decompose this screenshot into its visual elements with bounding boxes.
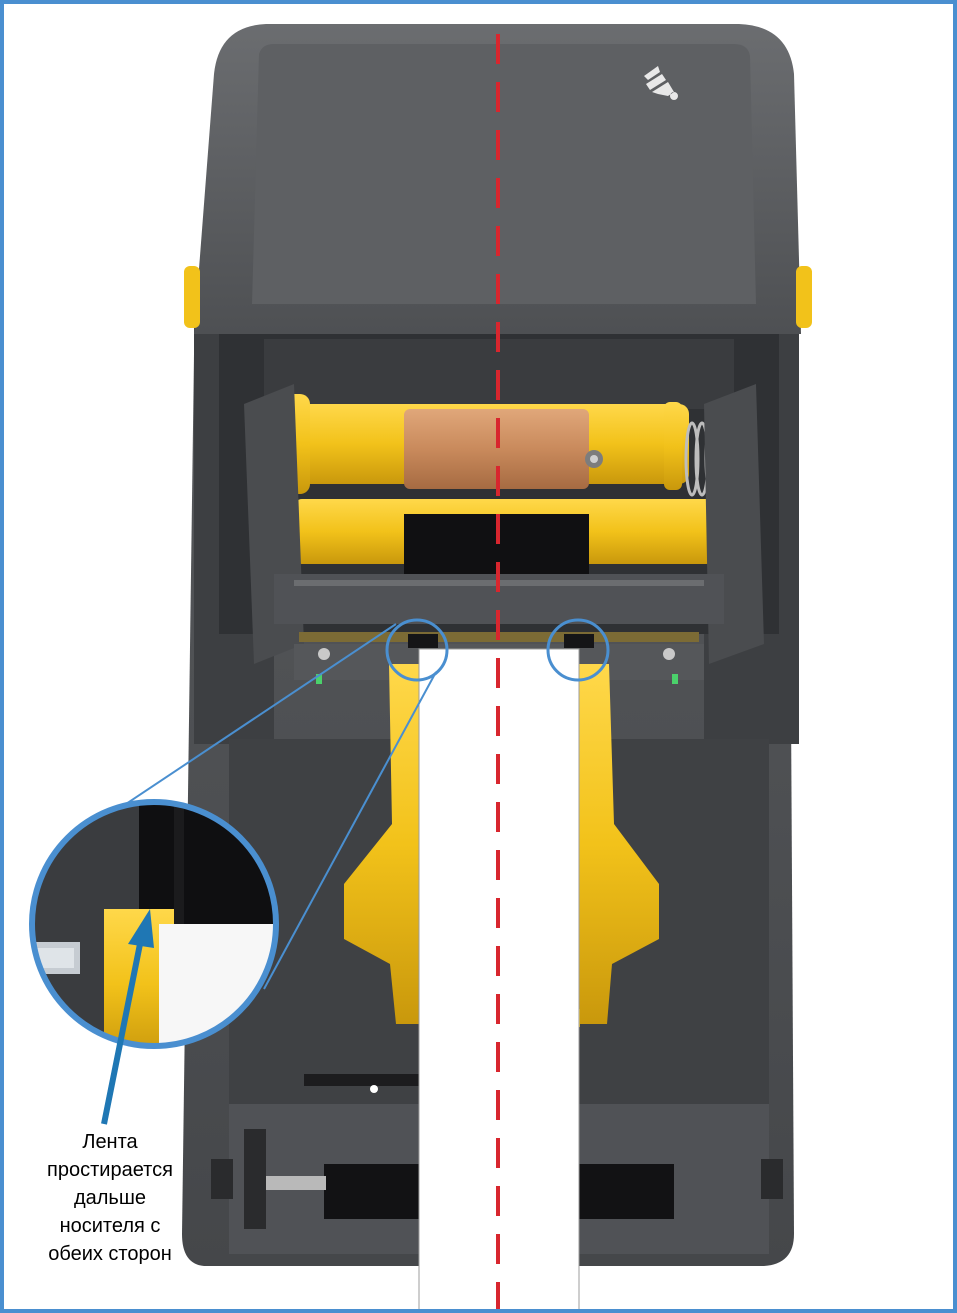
left-screw [318,648,330,660]
sensor-dot [370,1085,378,1093]
left-foot-slot [211,1159,233,1199]
platen-roller-left [324,1164,419,1219]
right-foot-slot [761,1159,783,1199]
left-edge-highlight [385,618,449,682]
right-led [672,674,678,684]
callout-arrow-shaft [101,933,145,1125]
right-screw [663,648,675,660]
zoom-magnifier [32,802,276,1046]
left-media-guide [344,664,424,1024]
left-led [316,674,322,684]
zoom-connector-top [98,623,397,823]
callout-label: Лента простирается дальше носителя с обе… [30,1128,190,1268]
callout-arrow-head [128,909,154,948]
ribbon-edge-right [564,634,594,648]
zoom-connector-bottom [263,671,437,990]
callout-line-2: простирается [47,1159,173,1181]
ribbon-edge-left [408,634,438,648]
callout-line-5: обеих сторон [48,1243,172,1265]
callout-line-3: дальше [73,1187,147,1209]
platen-roller-right [579,1164,674,1219]
right-release-tab [796,266,812,328]
right-media-guide [576,664,659,1024]
lid-highlight [252,44,756,304]
left-sensor-slot [304,1074,419,1086]
platen-axle-left [266,1176,326,1190]
printer-illustration [29,24,812,1309]
callout-line-4: носителя с [59,1215,161,1237]
zoom-circle-border [29,799,279,1049]
zebra-head-icon [644,66,678,100]
left-release-tab [184,266,200,328]
drive-gear [244,1129,266,1229]
callout-line-1: Лента [82,1131,138,1153]
right-edge-highlight [546,618,610,682]
